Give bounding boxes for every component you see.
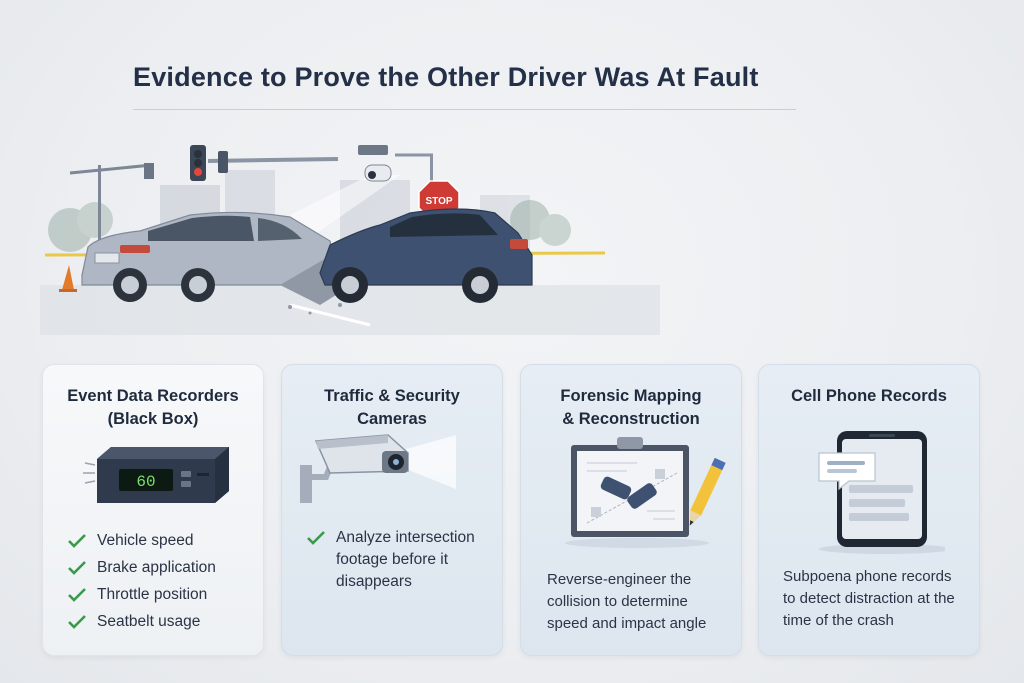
title-divider <box>133 109 796 110</box>
camera-note: Analyze intersection footage before it d… <box>306 527 475 593</box>
checkmark-icon <box>68 533 86 548</box>
crash-diagram-cars <box>600 476 657 509</box>
blue-suv <box>319 208 533 303</box>
list-item: Seatbelt usage <box>67 608 216 635</box>
card-traffic-cameras: Traffic & Security Cameras Analyze inter… <box>281 364 503 656</box>
street-light <box>69 163 154 285</box>
traffic-cone <box>59 265 77 292</box>
security-camera-icon <box>300 434 456 503</box>
traffic-light <box>190 145 339 181</box>
card-cell-phone-records: Cell Phone Records Subpoena phone record… <box>758 364 980 656</box>
list-item: disappears <box>336 573 412 590</box>
card-title: Traffic & Security Cameras <box>324 387 460 428</box>
card-event-data-recorders: Event Data Recorders (Black Box) 60 Vehi… <box>42 364 264 656</box>
list-item: Brake application <box>67 554 216 581</box>
clipboard-diagram-icon <box>565 437 726 548</box>
speed-display: 60 <box>136 473 155 491</box>
page-title: Evidence to Prove the Other Driver Was A… <box>133 62 759 92</box>
card-title: Cell Phone Records <box>791 387 947 405</box>
list-item: footage before it <box>336 551 449 568</box>
trees <box>48 200 571 252</box>
silver-sedan <box>81 211 341 302</box>
list-item: Vehicle speed <box>67 527 216 554</box>
list-item: Analyze intersection <box>306 527 475 549</box>
list-item: Throttle position <box>67 581 216 608</box>
checkmark-icon <box>68 614 86 629</box>
card-title: Forensic Mapping & Reconstruction <box>560 387 702 428</box>
recorder-data-list: Vehicle speed Brake application Throttle… <box>67 527 216 635</box>
card-forensic-mapping: Forensic Mapping & Reconstruction Revers… <box>520 364 742 656</box>
forensic-description: Reverse-engineer the collision to determ… <box>547 571 707 632</box>
smartphone-icon <box>818 431 945 554</box>
stop-sign-text: STOP <box>425 196 452 207</box>
phone-records-description: Subpoena phone records to detect distrac… <box>783 568 955 629</box>
black-box-icon: 60 <box>83 447 229 503</box>
collision-illustration: STOP <box>40 145 660 335</box>
checkmark-icon <box>307 531 325 545</box>
card-title: Event Data Recorders (Black Box) <box>67 387 239 428</box>
checkmark-icon <box>68 587 86 602</box>
message-bubble-icon <box>818 452 876 491</box>
checkmark-icon <box>68 560 86 575</box>
pencil <box>689 457 726 526</box>
